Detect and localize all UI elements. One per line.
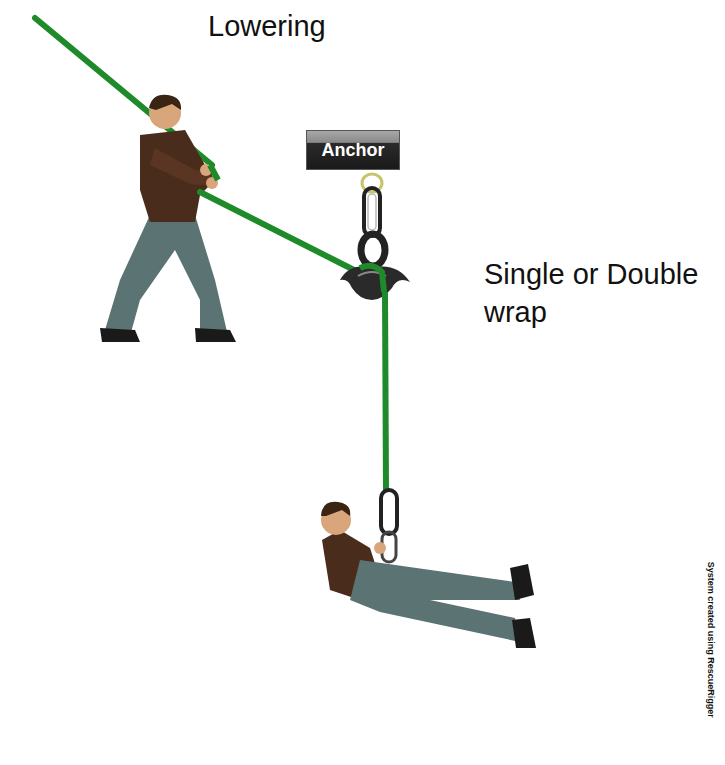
diagram-title: Lowering: [208, 10, 326, 43]
node-text: Anchor: [322, 140, 385, 161]
anchor-block: Anchor: [306, 130, 400, 170]
belayer-figure: [100, 95, 236, 342]
carabiner: [381, 490, 397, 534]
rope: [385, 292, 386, 492]
carabiner: [364, 188, 380, 236]
lowered-person-figure: [321, 502, 536, 648]
carabiner-highlight: [368, 194, 376, 230]
wrap-note: Single or Double wrap: [484, 256, 714, 331]
rope: [210, 165, 218, 180]
rope: [200, 192, 358, 272]
watermark: System created using RescueRigger: [704, 562, 716, 718]
rope: [360, 266, 384, 292]
rescue-eight-descender: [340, 234, 410, 300]
